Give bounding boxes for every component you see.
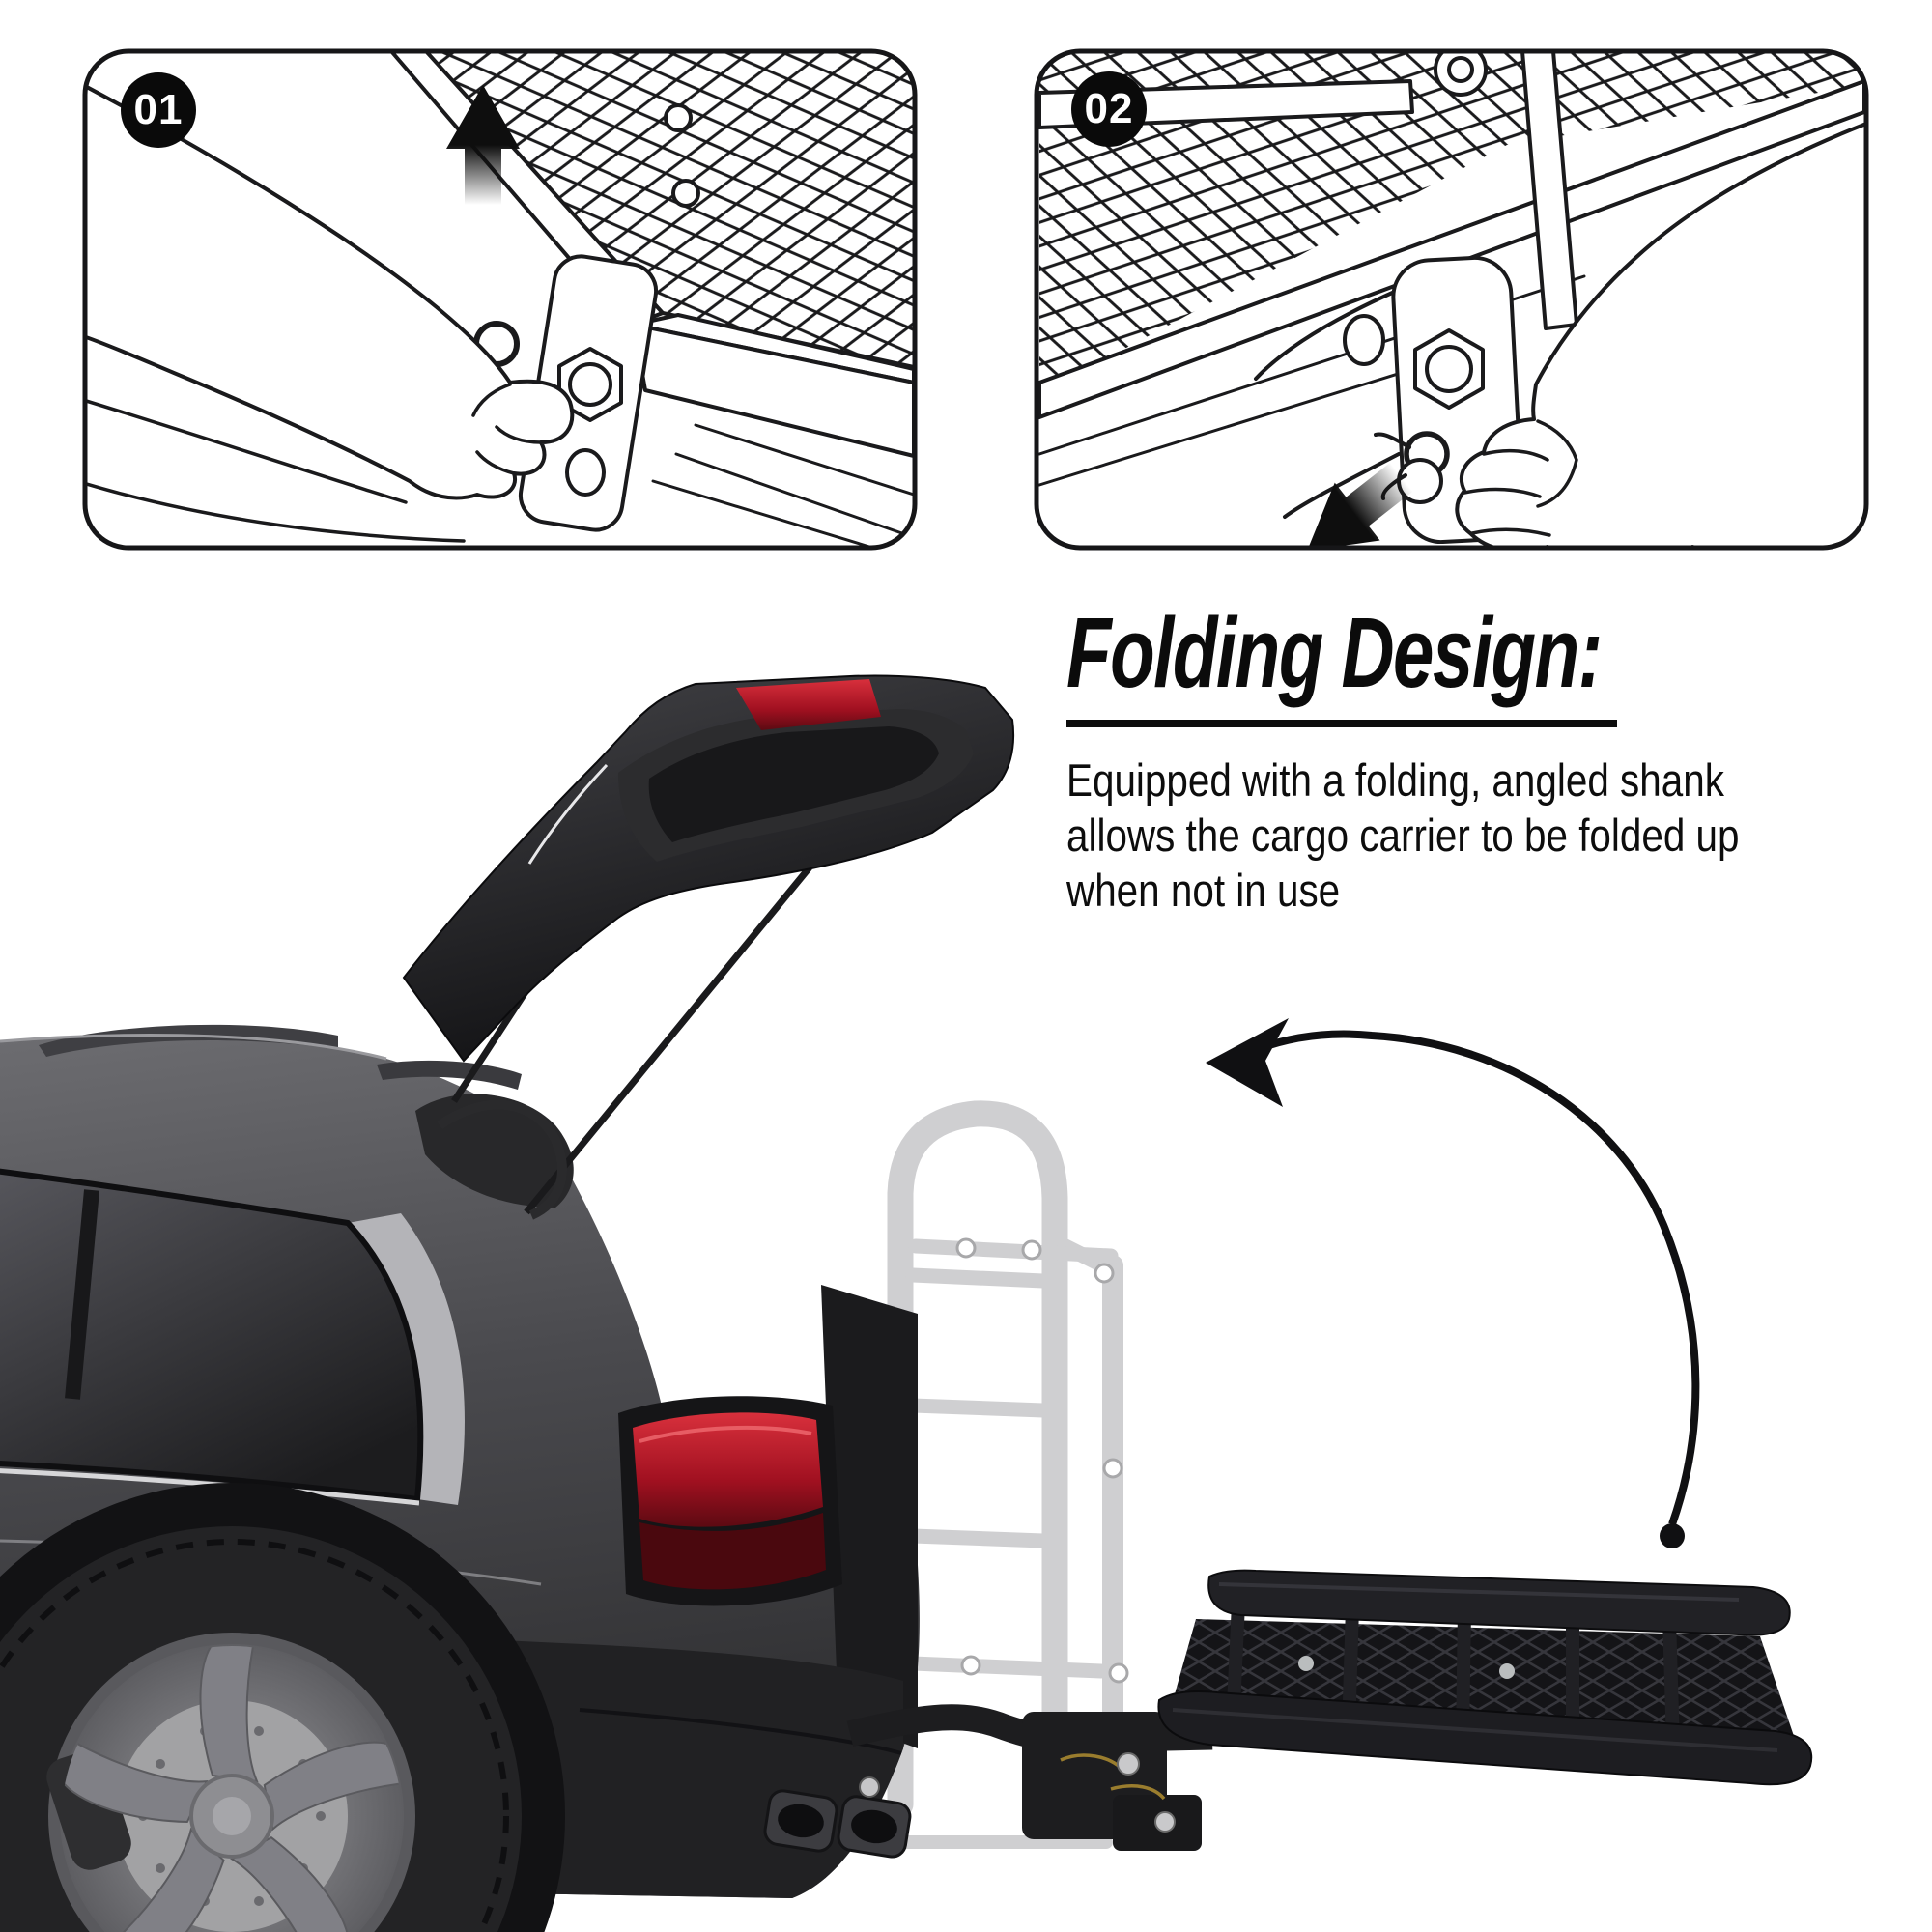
step2-panel-illustration: [1034, 48, 1869, 551]
exhaust-tips: [763, 1789, 912, 1859]
tailgate-brake-light: [736, 679, 881, 730]
rear-wheel: [0, 1483, 565, 1932]
hand-inserting-pin: [85, 83, 575, 543]
step1-number: 01: [133, 86, 184, 133]
roof-rail: [39, 1024, 338, 1057]
step2-panel-border: [1034, 48, 1869, 551]
hinge-cowl: [415, 1094, 574, 1208]
step2-badge: 02: [1071, 71, 1147, 147]
step1-badge: 01: [121, 72, 196, 148]
hitch-assembly: [846, 1704, 1213, 1851]
heading-underline: [1066, 720, 1617, 728]
feature-description: Equipped with a folding, angled shank al…: [1066, 753, 1849, 918]
step1-panel-border: [82, 48, 918, 551]
mounting-bracket: [518, 254, 659, 532]
curved-arrow-icon: [1206, 1018, 1700, 1548]
rear-window: [0, 1168, 424, 1503]
feature-heading: Folding Design:: [1066, 597, 1603, 708]
mesh-ramp-floor: [396, 51, 914, 386]
feature-description-line: when not in use: [1066, 865, 1341, 917]
cargo-basket: [1157, 1569, 1813, 1786]
step1-panel-illustration: [82, 48, 918, 551]
feature-text-block: Folding Design: Equipped with a folding,…: [1066, 601, 1849, 918]
rear-dark-strip: [821, 1285, 918, 1748]
open-tailgate: [402, 674, 1015, 1220]
d-pillar-highlight: [348, 1213, 465, 1505]
taillight: [618, 1396, 842, 1606]
basket-bottom-rim: [1157, 1690, 1813, 1786]
step2-number: 02: [1084, 85, 1134, 132]
mesh-basket-side: [1039, 51, 1864, 394]
feature-description-line: allows the cargo carrier to be folded up: [1066, 810, 1740, 862]
hand-pulling-pin: [1455, 122, 1866, 548]
car-scene: [0, 674, 1813, 1932]
car: [0, 1024, 920, 1932]
feature-description-line: Equipped with a folding, angled shank: [1066, 754, 1724, 807]
